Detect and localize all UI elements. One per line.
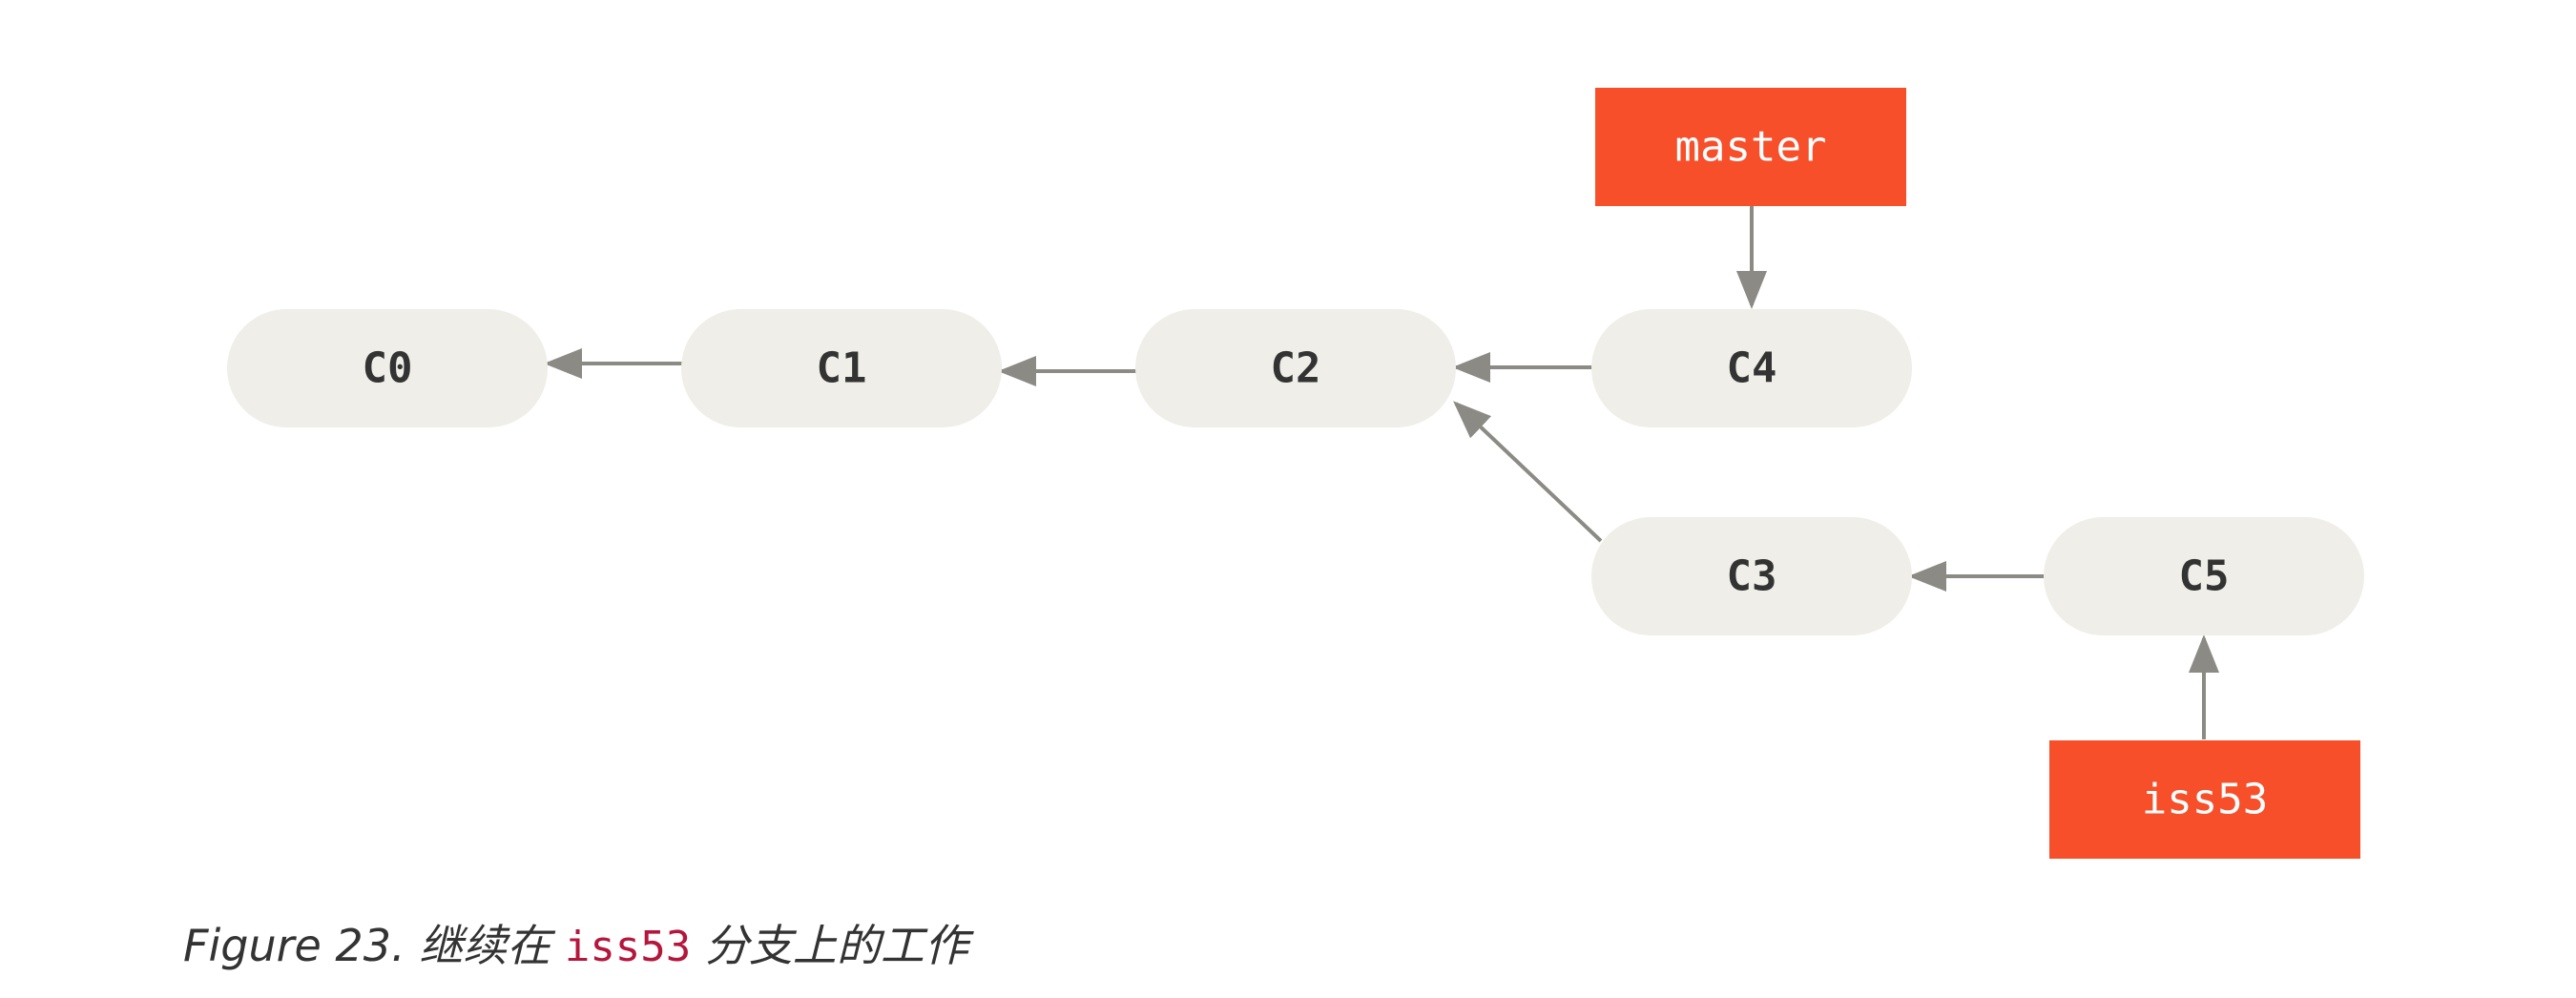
caption-branch-code: iss53 <box>564 923 692 971</box>
figure-caption: Figure 23. 继续在 iss53 分支上的工作 <box>183 911 968 974</box>
commit-label-c5: C5 <box>2179 552 2230 601</box>
commit-node-c4: C4 <box>1591 309 1912 427</box>
commit-node-c2: C2 <box>1135 309 1456 427</box>
caption-suffix: 分支上的工作 <box>691 920 968 971</box>
commit-label-c3: C3 <box>1727 552 1777 601</box>
commit-node-c3: C3 <box>1591 517 1912 635</box>
commit-node-c5: C5 <box>2044 517 2364 635</box>
commit-label-c4: C4 <box>1727 344 1777 393</box>
branch-master: master <box>1595 88 1906 206</box>
arrow-c3-to-c2 <box>1453 401 1603 543</box>
branch-label-iss53: iss53 <box>2142 776 2268 824</box>
commit-node-c1: C1 <box>681 309 1002 427</box>
commit-label-c0: C0 <box>363 344 413 393</box>
commit-node-c0: C0 <box>227 309 548 427</box>
branch-label-master: master <box>1675 123 1827 172</box>
commit-label-c1: C1 <box>817 344 867 393</box>
commit-label-c2: C2 <box>1271 344 1321 393</box>
branch-iss53: iss53 <box>2049 740 2360 859</box>
caption-prefix: Figure 23. 继续在 <box>183 920 565 971</box>
